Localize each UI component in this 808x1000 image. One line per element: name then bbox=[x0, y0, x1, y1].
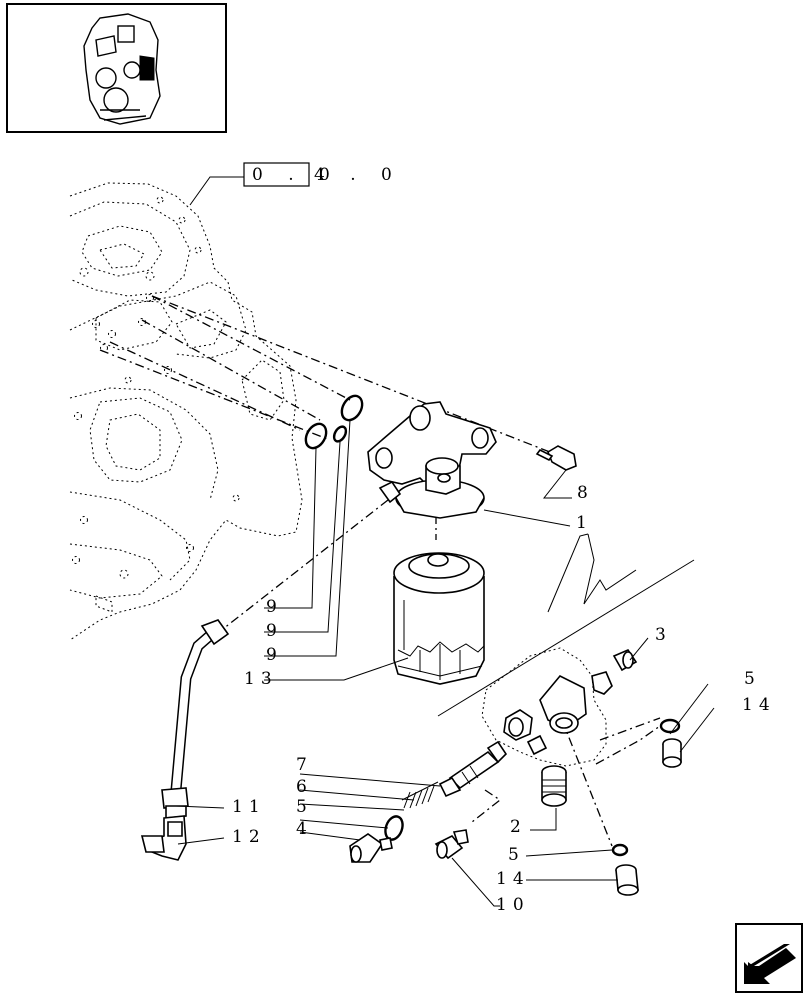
callout-13: 13 bbox=[244, 669, 278, 689]
filter-head bbox=[367, 401, 497, 519]
callout-3: 3 bbox=[655, 625, 672, 645]
back-arrow-icon[interactable] bbox=[735, 923, 803, 993]
seal-5-lower bbox=[611, 843, 629, 857]
callout-10: 10 bbox=[496, 895, 530, 915]
callout-7: 7 bbox=[296, 755, 313, 775]
engine-thumbnail-icon[interactable] bbox=[6, 3, 227, 133]
callout-11: 11 bbox=[232, 797, 266, 817]
leader-lines bbox=[175, 419, 715, 907]
callout-9b: 9 bbox=[266, 621, 283, 641]
callout-9a: 9 bbox=[266, 597, 283, 617]
callout-6: 6 bbox=[296, 777, 313, 797]
reference-boxed: 0 . 0 bbox=[252, 165, 340, 185]
reference-rest: 4 . 0 bbox=[314, 165, 402, 185]
filter-head-detail bbox=[437, 533, 695, 767]
plug-4 bbox=[349, 833, 393, 863]
fitting-10 bbox=[434, 829, 469, 860]
plug-14-upper bbox=[662, 738, 682, 768]
callout-5-upper: 5 bbox=[744, 669, 761, 689]
reference-label: 0 . 0 4 . 0 bbox=[189, 162, 402, 206]
callout-9c: 9 bbox=[266, 645, 283, 665]
callout-14-upper: 14 bbox=[742, 695, 776, 715]
plug-3 bbox=[612, 649, 638, 672]
spring-6 bbox=[401, 781, 439, 809]
engine-block bbox=[69, 182, 303, 641]
oil-filter-cartridge bbox=[393, 552, 485, 685]
callout-2: 2 bbox=[510, 817, 527, 837]
callout-1: 1 bbox=[576, 513, 593, 533]
bolt-8 bbox=[535, 445, 577, 471]
o-ring-9-large-a bbox=[340, 394, 364, 422]
callout-5-valve: 5 bbox=[296, 797, 313, 817]
assembly-lines bbox=[99, 295, 661, 847]
seal-5-upper bbox=[659, 718, 681, 734]
elbow-fitting-12 bbox=[140, 815, 187, 861]
o-ring-9-small bbox=[332, 425, 348, 443]
plug-2 bbox=[541, 765, 567, 807]
o-ring-9-large-b bbox=[304, 422, 328, 450]
callout-8: 8 bbox=[577, 483, 594, 503]
callout-12: 12 bbox=[232, 827, 266, 847]
callout-14-lower: 14 bbox=[496, 869, 530, 889]
callout-4: 4 bbox=[296, 819, 313, 839]
plug-14-lower bbox=[615, 864, 639, 896]
callout-5-lower: 5 bbox=[508, 845, 525, 865]
oil-pipe bbox=[161, 619, 230, 819]
callouts: 8 1 9 9 9 13 3 5 14 7 6 5 4 2 5 14 10 11… bbox=[232, 483, 776, 915]
valve-plunger-7 bbox=[438, 740, 508, 798]
